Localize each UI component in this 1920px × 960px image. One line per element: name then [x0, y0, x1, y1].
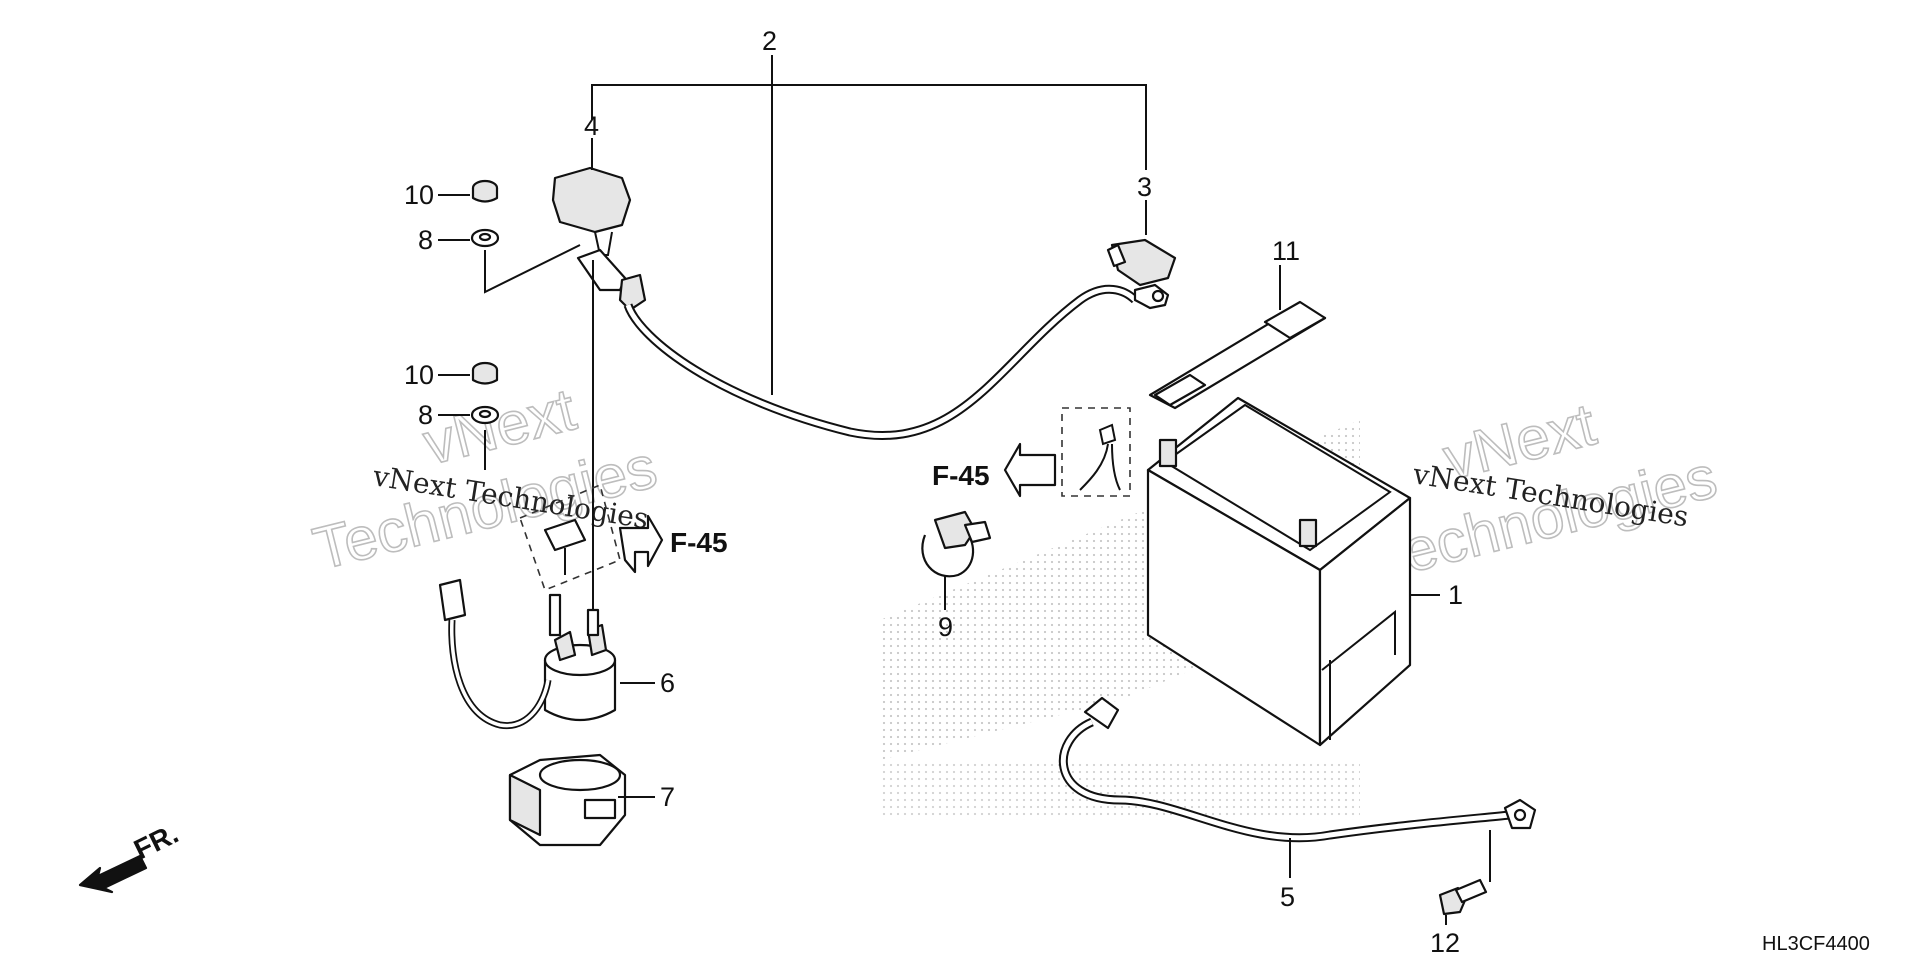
callout-leaders — [438, 138, 1447, 925]
watermark-right: vNext Technologies vNext Technologies — [1366, 390, 1724, 594]
negative-cable-part-5 — [1058, 696, 1537, 843]
callout-8-lower: 8 — [418, 400, 433, 430]
callout-3: 3 — [1137, 172, 1152, 202]
callout-5: 5 — [1280, 882, 1295, 912]
callout-1: 1 — [1448, 580, 1463, 610]
reference-arrow-right: F-45 — [932, 442, 1057, 498]
callout-4: 4 — [584, 111, 599, 141]
nut-part-10-upper — [471, 179, 499, 203]
front-direction-arrow: FR. — [78, 818, 183, 894]
connector-detail-left — [518, 483, 621, 592]
washer-part-8-lower — [470, 405, 500, 425]
leader-part-2 — [591, 55, 1147, 395]
battery-cable-part-2 — [576, 248, 1170, 441]
leader-upper-stud — [484, 244, 581, 294]
relay-holder-part-7 — [508, 753, 627, 847]
callout-12: 12 — [1430, 928, 1460, 958]
battery-strap-part-11 — [1148, 300, 1327, 410]
callout-labels: 1 2 3 4 5 6 7 8 8 9 10 10 11 12 — [404, 26, 1463, 958]
callout-6: 6 — [660, 668, 675, 698]
callout-11: 11 — [1272, 236, 1300, 266]
battery-part-1 — [1146, 396, 1412, 747]
drawing-code: HL3CF4400 — [1762, 933, 1870, 955]
starter-relay-part-6 — [438, 578, 617, 729]
connector-detail-right — [1061, 407, 1131, 497]
callout-10-upper: 10 — [404, 180, 434, 210]
svg-text:F-45: F-45 — [932, 460, 990, 491]
callout-8-upper: 8 — [418, 225, 433, 255]
reference-arrow-left: F-45 — [618, 514, 728, 574]
callout-10-lower: 10 — [404, 360, 434, 390]
washer-part-8-upper — [470, 228, 500, 248]
callout-7: 7 — [660, 782, 675, 812]
nut-part-10-lower — [471, 361, 499, 385]
bolt-part-12 — [1438, 830, 1491, 916]
terminal-cap-part-3 — [1106, 238, 1177, 287]
terminal-cover-part-4 — [551, 166, 632, 256]
svg-text:F-45: F-45 — [670, 527, 728, 558]
callout-9: 9 — [938, 612, 953, 642]
cable-clamp-part-9 — [921, 510, 992, 578]
callout-2: 2 — [762, 26, 777, 56]
